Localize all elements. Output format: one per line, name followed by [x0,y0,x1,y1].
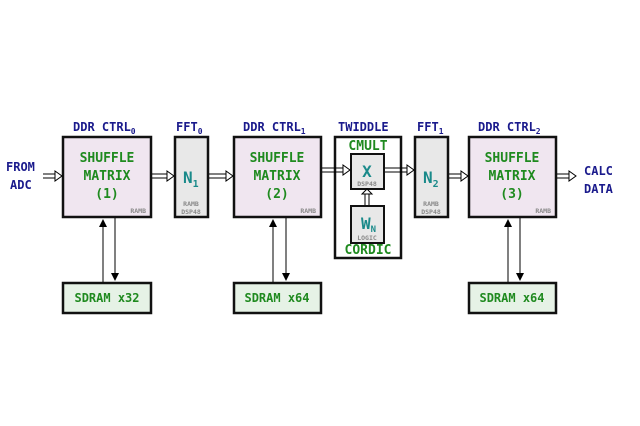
memory-arrows [99,218,524,282]
svg-text:X: X [362,162,372,181]
svg-text:SDRAM x32: SDRAM x32 [74,291,139,305]
svg-text:(1): (1) [95,187,118,202]
fft-block-1: N2 RAMB DSP48 [413,135,450,219]
shuffle-matrix-1: SHUFFLE MATRIX (1) RAMB [61,135,153,219]
header-ddr-ctrl-1: DDR CTRL1 [243,120,306,136]
input-label-2: ADC [10,178,32,192]
output-label-2: DATA [584,182,614,196]
svg-text:SHUFFLE: SHUFFLE [485,151,540,166]
svg-text:(2): (2) [265,187,288,202]
svg-text:LOGIC: LOGIC [357,234,377,242]
svg-text:(3): (3) [500,187,523,202]
svg-text:RAMB: RAMB [535,207,551,215]
header-ddr-ctrl-0: DDR CTRL0 [73,120,136,136]
svg-text:DSP48: DSP48 [357,180,377,188]
svg-text:RAMB: RAMB [300,207,316,215]
sdram-block-2: SDRAM x64 [232,281,323,315]
input-label: FROM [6,160,35,174]
svg-text:CORDIC: CORDIC [345,243,392,258]
twiddle-block: CMULT X DSP48 WN LOGIC CORDIC [333,135,403,260]
shuffle-matrix-2: SHUFFLE MATRIX (2) RAMB [232,135,323,219]
svg-text:RAMB: RAMB [130,207,146,215]
svg-text:WN: WN [361,214,376,235]
fft-block-0: N1 RAMB DSP48 [173,135,210,219]
header-fft-1: FFT1 [417,120,444,136]
svg-text:CMULT: CMULT [348,139,387,154]
svg-text:DSP48: DSP48 [421,208,441,216]
svg-text:MATRIX: MATRIX [84,169,131,184]
cmult-block [350,153,385,190]
svg-text:RAMB: RAMB [423,200,439,208]
svg-text:SHUFFLE: SHUFFLE [80,151,135,166]
header-twiddle: TWIDDLE [338,120,389,134]
svg-text:RAMB: RAMB [183,200,199,208]
dataflow-arrows [43,164,577,182]
header-ddr-ctrl-2: DDR CTRL2 [478,120,541,136]
header-fft-0: FFT0 [176,120,203,136]
svg-text:N2: N2 [423,168,439,190]
sdram-block-1: SDRAM x32 [61,281,153,315]
svg-text:DSP48: DSP48 [181,208,201,216]
svg-text:MATRIX: MATRIX [254,169,301,184]
svg-text:MATRIX: MATRIX [489,169,536,184]
output-label: CALC [584,164,613,178]
shuffle-matrix-3: SHUFFLE MATRIX (3) RAMB [467,135,558,219]
svg-text:SHUFFLE: SHUFFLE [250,151,305,166]
svg-text:SDRAM x64: SDRAM x64 [479,291,544,305]
svg-text:N1: N1 [183,168,199,190]
svg-text:SDRAM x64: SDRAM x64 [244,291,309,305]
cordic-block [350,205,385,244]
sdram-block-3: SDRAM x64 [467,281,558,315]
